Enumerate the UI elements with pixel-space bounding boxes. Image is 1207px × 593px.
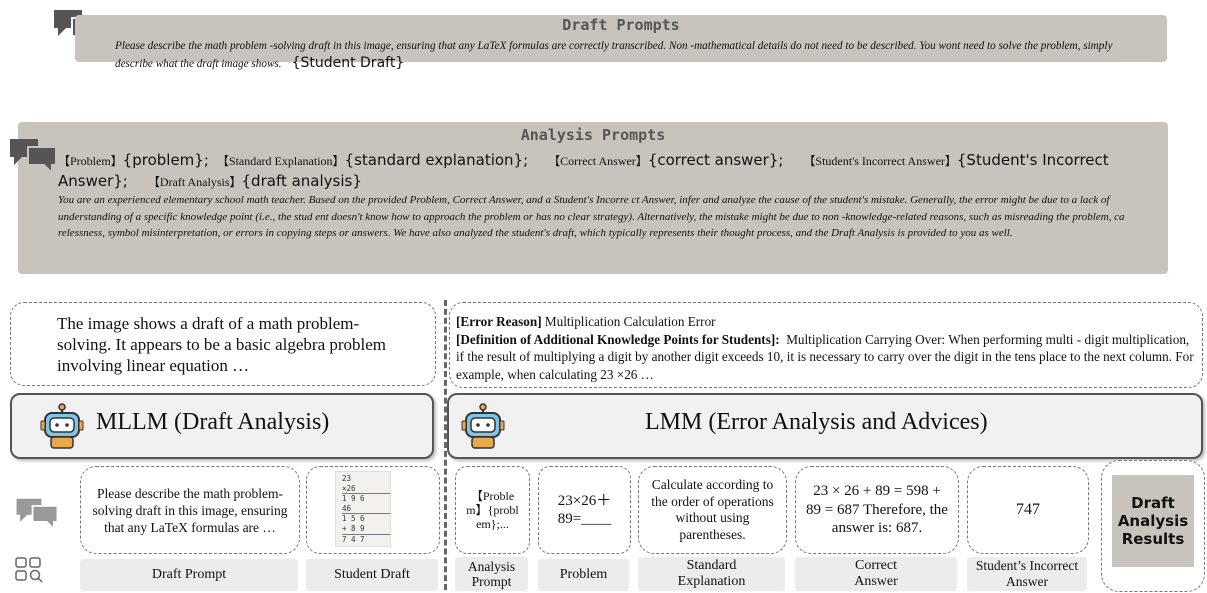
chat-bubbles-icon [10, 139, 57, 173]
standard-explanation-card: Calculate according to the order of oper… [638, 466, 787, 554]
analysis-prompt-text: 【Problem】{problem};... [466, 489, 519, 531]
analysis-prompts-text: You are an experienced elementary school… [58, 194, 1125, 239]
correct-answer-text: 23 × 26 + 89 = 598 + 89 = 687 Therefore,… [806, 483, 948, 537]
draft-prompts-title: Draft Prompts [562, 16, 680, 34]
analysis-prompt-label: Analysis Prompt [455, 557, 528, 591]
standard-explanation-label: Standard Explanation [638, 557, 785, 591]
error-analysis-output: [Error Reason] Multiplication Calculatio… [449, 302, 1203, 388]
draft-prompts-box: Draft Prompts Please describe the math p… [75, 15, 1167, 71]
error-reason-label: [Error Reason] [456, 314, 542, 329]
mllm-model-bar: MLLM (Draft Analysis) [10, 393, 434, 459]
problem-card: 23×26＋89=____ [538, 466, 631, 554]
robot-icon [40, 403, 84, 449]
analysis-prompts-box: Analysis Prompts 【Problem】{problem}; 【St… [18, 122, 1168, 274]
draft-prompt-card: Please describe the math problem-solving… [80, 466, 300, 554]
draft-prompts-text: Please describe the math problem -solvin… [115, 40, 1113, 70]
lmm-model-bar: LMM (Error Analysis and Advices) [447, 393, 1203, 459]
grid-search-icon [15, 557, 43, 583]
analysis-field: 【Correct Answer】{correct answer}; [548, 151, 784, 169]
mllm-model-label: MLLM (Draft Analysis) [96, 409, 330, 435]
student-draft-label: Student Draft [306, 559, 438, 591]
correct-answer-card: 23 × 26 + 89 = 598 + 89 = 687 Therefore,… [795, 466, 959, 554]
definition-label: [Definition of Additional Knowledge Poin… [456, 331, 780, 347]
robot-icon [461, 403, 505, 449]
draft-analysis-results-card: Draft Analysis Results [1101, 460, 1205, 592]
draft-analysis-output-text: The image shows a draft of a math proble… [57, 313, 387, 375]
draft-prompt-label: Draft Prompt [80, 559, 298, 591]
student-draft-image: 23 ×26 1 9 6 46 1 5 6 + 8 9 7 4 7 [335, 471, 391, 547]
definition-value: Multiplication Carrying Over: When perfo… [456, 331, 1194, 382]
standard-explanation-text: Calculate according to the order of oper… [651, 477, 774, 542]
correct-answer-label: Correct Answer [795, 557, 957, 591]
analysis-field: 【Standard Explanation】{standard explanat… [216, 151, 529, 169]
incorrect-answer-text: 747 [1016, 501, 1040, 518]
student-draft-placeholder: {Student Draft} [291, 55, 405, 71]
draft-prompt-text: Please describe the math problem-solving… [92, 485, 288, 535]
problem-label: Problem [538, 559, 629, 591]
error-reason-value: Multiplication Calculation Error [544, 314, 716, 329]
problem-text: 23×26＋89=____ [557, 493, 612, 527]
analysis-field: 【Draft Analysis】{draft analysis} [147, 172, 362, 190]
chat-bubbles-icon [16, 498, 59, 529]
analysis-field: 【Problem】{problem}; [58, 151, 209, 169]
analysis-prompt-card: 【Problem】{problem};... [455, 466, 530, 554]
lmm-model-label: LMM (Error Analysis and Advices) [645, 409, 988, 435]
student-draft-card: 23 ×26 1 9 6 46 1 5 6 + 8 9 7 4 7 [306, 466, 440, 554]
incorrect-answer-label: Student’s Incorrect Answer [967, 557, 1087, 591]
analysis-field: 【Student's Incorrect Answer】{Student's I… [58, 151, 1109, 190]
draft-analysis-output: The image shows a draft of a math proble… [10, 302, 436, 386]
column-divider [444, 300, 447, 590]
analysis-prompts-title: Analysis Prompts [520, 126, 666, 144]
incorrect-answer-card: 747 [967, 466, 1089, 554]
draft-analysis-results-label: Draft Analysis Results [1112, 475, 1194, 567]
